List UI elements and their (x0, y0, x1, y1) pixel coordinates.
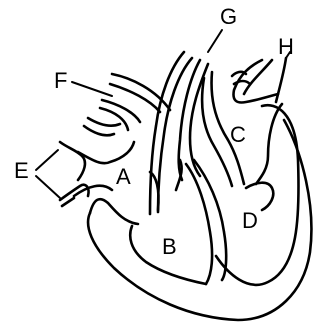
pulmonary-vessel-mid (110, 84, 160, 112)
pointer-f (72, 82, 112, 96)
inferior-vena-cava-top (60, 142, 85, 180)
label-d: D (242, 208, 258, 233)
label-c: C (230, 122, 246, 147)
label-a: A (116, 164, 131, 189)
heart-outer-wall (88, 120, 311, 320)
pointer-e (36, 150, 60, 198)
left-ventricle-valve (246, 183, 273, 210)
heart-base-left (90, 199, 138, 224)
right-heart-inner-outline (216, 105, 299, 285)
pulmonary-vessel-upper (112, 74, 170, 110)
label-e: E (14, 158, 29, 183)
vessel-c-lower (202, 78, 232, 186)
left-atrium-wall (256, 104, 282, 184)
pointer-g (208, 30, 222, 52)
inferior-vena-cava-cap (62, 198, 74, 206)
label-h: H (278, 34, 294, 59)
label-f: F (54, 68, 67, 93)
pulmonary-vein-lower (244, 60, 272, 94)
right-atrium-wall (78, 142, 134, 163)
pulmonary-vein-end (276, 58, 286, 102)
right-atrium-vessel-cap (84, 118, 120, 135)
label-b: B (162, 234, 177, 259)
label-g: G (220, 4, 237, 29)
